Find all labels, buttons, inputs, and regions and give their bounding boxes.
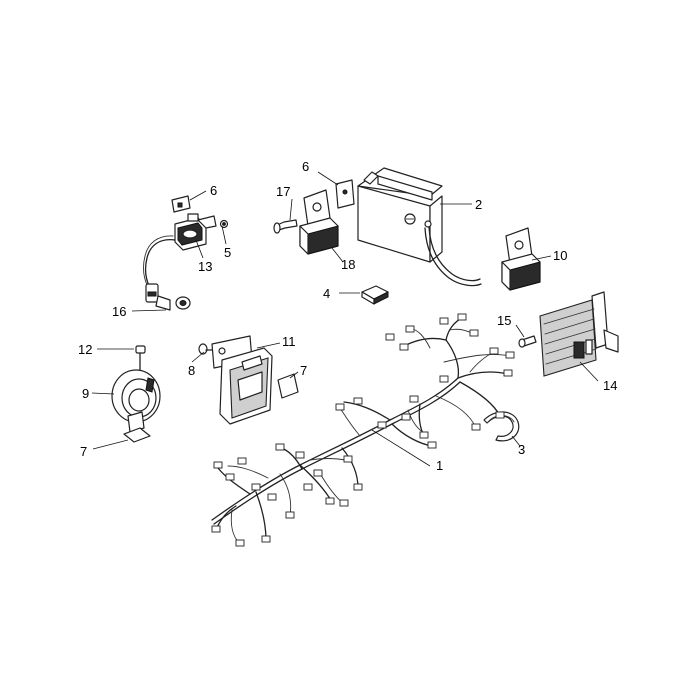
callout-16: 16 [112, 304, 126, 319]
callout-10: 10 [553, 248, 567, 263]
callout-labels: 1 2 3 4 5 6 6 7 7 8 9 10 11 12 13 14 15 … [78, 159, 617, 473]
ignition-coil [174, 213, 217, 251]
battery [357, 167, 482, 287]
screw [518, 335, 537, 348]
harness-connectors [211, 313, 515, 547]
callout-12: 12 [78, 342, 92, 357]
horn-assembly [111, 345, 161, 443]
callout-6b: 6 [302, 159, 309, 174]
ignition-coil-assembly [143, 195, 229, 311]
callout-14: 14 [603, 378, 617, 393]
voltage-regulator [518, 291, 619, 377]
relay [299, 189, 339, 255]
fuse [361, 285, 389, 305]
callout-9: 9 [82, 386, 89, 401]
leader-lines [91, 171, 599, 467]
callout-13: 13 [198, 259, 212, 274]
horn [111, 369, 161, 433]
screw [135, 345, 146, 371]
wiring-harness [211, 313, 515, 547]
callout-1: 1 [436, 458, 443, 473]
spark-plug-cap [145, 283, 191, 311]
electronic-unit [219, 347, 273, 425]
nut [123, 427, 151, 443]
callout-8: 8 [188, 363, 195, 378]
callout-15: 15 [497, 313, 511, 328]
callout-7b: 7 [80, 444, 87, 459]
callout-11: 11 [282, 334, 296, 349]
callout-5: 5 [224, 245, 231, 260]
electronic-unit-assembly [198, 335, 299, 425]
callout-18: 18 [341, 257, 355, 272]
callout-6a: 6 [210, 183, 217, 198]
callout-4: 4 [323, 286, 330, 301]
relay-right [501, 227, 541, 291]
relay-left-assembly [273, 179, 355, 255]
callout-17: 17 [276, 184, 290, 199]
callout-7a: 7 [300, 363, 307, 378]
nut [277, 373, 299, 399]
screw [273, 219, 298, 234]
callout-2: 2 [475, 197, 482, 212]
callout-3: 3 [518, 442, 525, 457]
plate [335, 179, 355, 209]
